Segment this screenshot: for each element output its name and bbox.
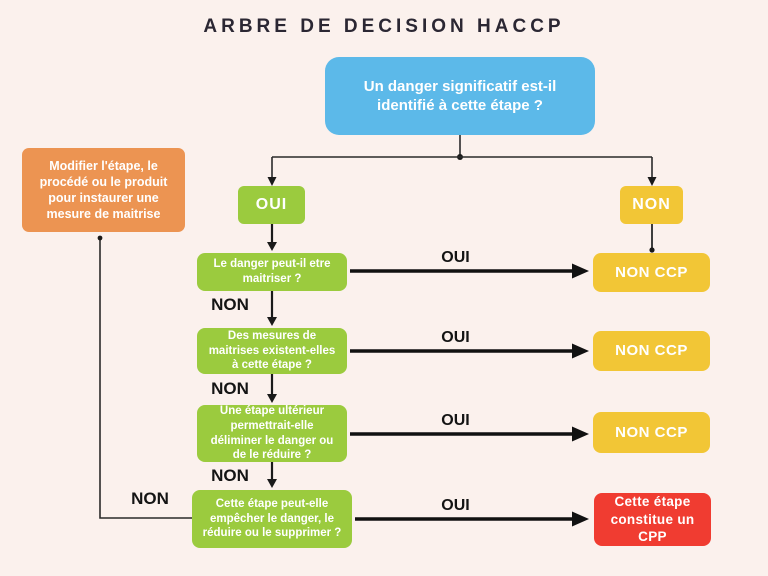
oui-arrow-label-3: OUI <box>441 412 470 429</box>
arrowhead-result-2-icon <box>572 343 589 359</box>
oui-arrow-label-1: OUI <box>441 249 470 266</box>
arrowhead-q1-icon <box>267 242 277 251</box>
question-box-2: Des mesures de maitrises existent-elles … <box>197 328 347 374</box>
arrowhead-result-3-icon <box>572 426 589 442</box>
page-title: ARBRE DE DECISION HACCP <box>203 16 565 37</box>
question-text-3: Une étape ultérieur permettrait-elle dél… <box>210 404 334 462</box>
modify-step-text: Modifier l'étape, le procédé ou le produ… <box>39 158 168 222</box>
branch-non-label: NON <box>632 195 671 213</box>
question-text-2: Des mesures de maitrises existent-elles … <box>208 329 336 372</box>
arrowhead-result-4-icon <box>572 511 589 527</box>
modify-step-box: Modifier l'étape, le procédé ou le produ… <box>22 148 185 232</box>
result-text-3: NON CCP <box>615 423 688 441</box>
arrowhead-result-1-icon <box>572 263 589 279</box>
dot-modify <box>97 235 103 241</box>
arrowhead-q4-icon <box>267 479 277 488</box>
result-box-cpp: Cette étape constitue un CPP <box>594 493 711 546</box>
question-box-1: Le danger peut-il etre maitriser ? <box>197 253 347 291</box>
question-box-3: Une étape ultérieur permettrait-elle dél… <box>197 405 347 462</box>
result-text-2: NON CCP <box>615 342 688 360</box>
non-branch-label-1: NON <box>211 295 249 314</box>
result-box-2: NON CCP <box>593 331 710 371</box>
non-branch-label-2: NON <box>211 379 249 398</box>
arrowhead-q3-icon <box>267 394 277 403</box>
result-box-1: NON CCP <box>593 253 710 292</box>
line-q4-to-modify <box>99 236 192 519</box>
non-branch-label-4: NON <box>131 489 169 508</box>
root-question-box: Un danger significatif est-il identifié … <box>325 57 595 135</box>
result-text-1: NON CCP <box>615 263 688 281</box>
branch-non-box: NON <box>620 186 683 224</box>
oui-arrow-label-4: OUI <box>441 497 470 514</box>
question-box-4: Cette étape peut-elle empêcher le danger… <box>192 490 352 548</box>
branch-oui-box: OUI <box>238 186 305 224</box>
root-question-text: Un danger significatif est-il identifié … <box>363 77 557 115</box>
oui-arrow-label-2: OUI <box>441 329 470 346</box>
result-box-3: NON CCP <box>593 412 710 453</box>
dot-non-result <box>649 247 655 253</box>
result-text-cpp: Cette étape constitue un CPP <box>610 494 695 545</box>
arrowhead-non-icon <box>647 177 657 186</box>
arrowhead-oui-icon <box>267 177 277 186</box>
branch-oui-label: OUI <box>255 195 288 213</box>
question-text-1: Le danger peut-il etre maitriser ? <box>213 258 331 285</box>
arrowhead-q2-icon <box>267 317 277 326</box>
question-text-4: Cette étape peut-elle empêcher le danger… <box>202 497 342 540</box>
non-branch-label-3: NON <box>211 466 249 485</box>
